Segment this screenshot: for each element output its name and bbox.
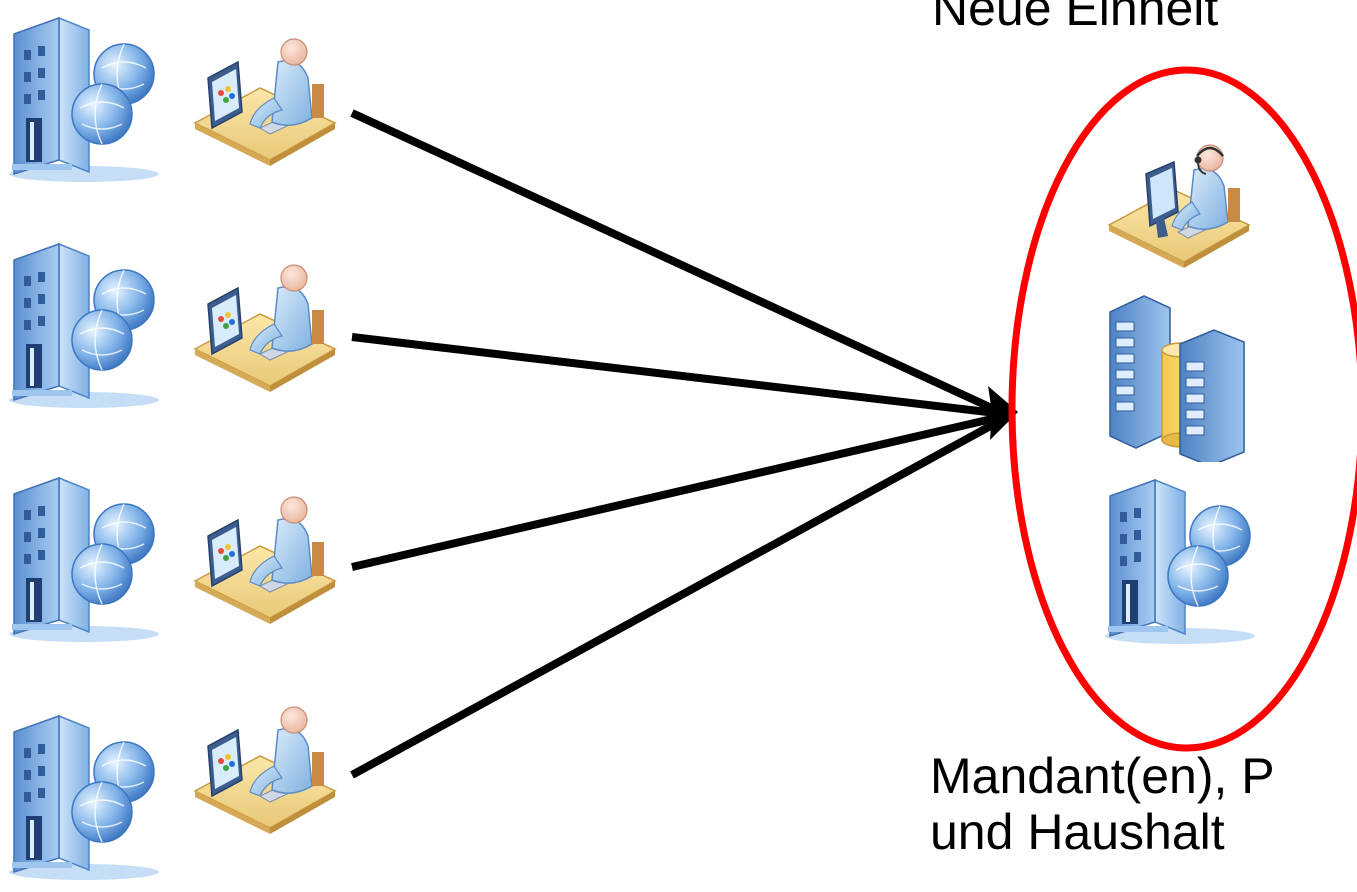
source-unit-1 <box>8 17 336 183</box>
support-agent-workstation-icon <box>1107 143 1251 270</box>
designer-workstation-icon <box>194 38 336 167</box>
office-building-globe-icon <box>8 17 160 183</box>
designer-workstation-icon <box>194 706 336 835</box>
office-building-globe-icon <box>8 715 160 881</box>
arrow-3 <box>351 414 997 571</box>
office-building-globe-icon <box>8 477 160 643</box>
server-database-icon <box>1109 295 1245 462</box>
target-unit <box>1104 143 1256 645</box>
office-building-globe-icon <box>8 243 160 409</box>
source-unit-4 <box>8 706 336 881</box>
arrowhead <box>988 386 1018 440</box>
office-building-globe-icon <box>1104 479 1256 645</box>
target-ellipse <box>1008 66 1357 752</box>
designer-workstation-icon <box>194 264 336 393</box>
designer-workstation-icon <box>194 496 336 625</box>
caption-line-2: und Haushalt <box>930 804 1225 860</box>
arrow-2 <box>351 333 997 417</box>
source-unit-3 <box>8 477 336 643</box>
target-caption: Mandant(en), P und Haushalt <box>930 748 1275 860</box>
source-unit-2 <box>8 243 336 409</box>
caption-line-1: Mandant(en), P <box>930 748 1275 804</box>
diagram-title: Neue Einheit <box>932 0 1219 36</box>
arrow-4 <box>350 419 998 779</box>
arrow-1 <box>350 109 998 414</box>
